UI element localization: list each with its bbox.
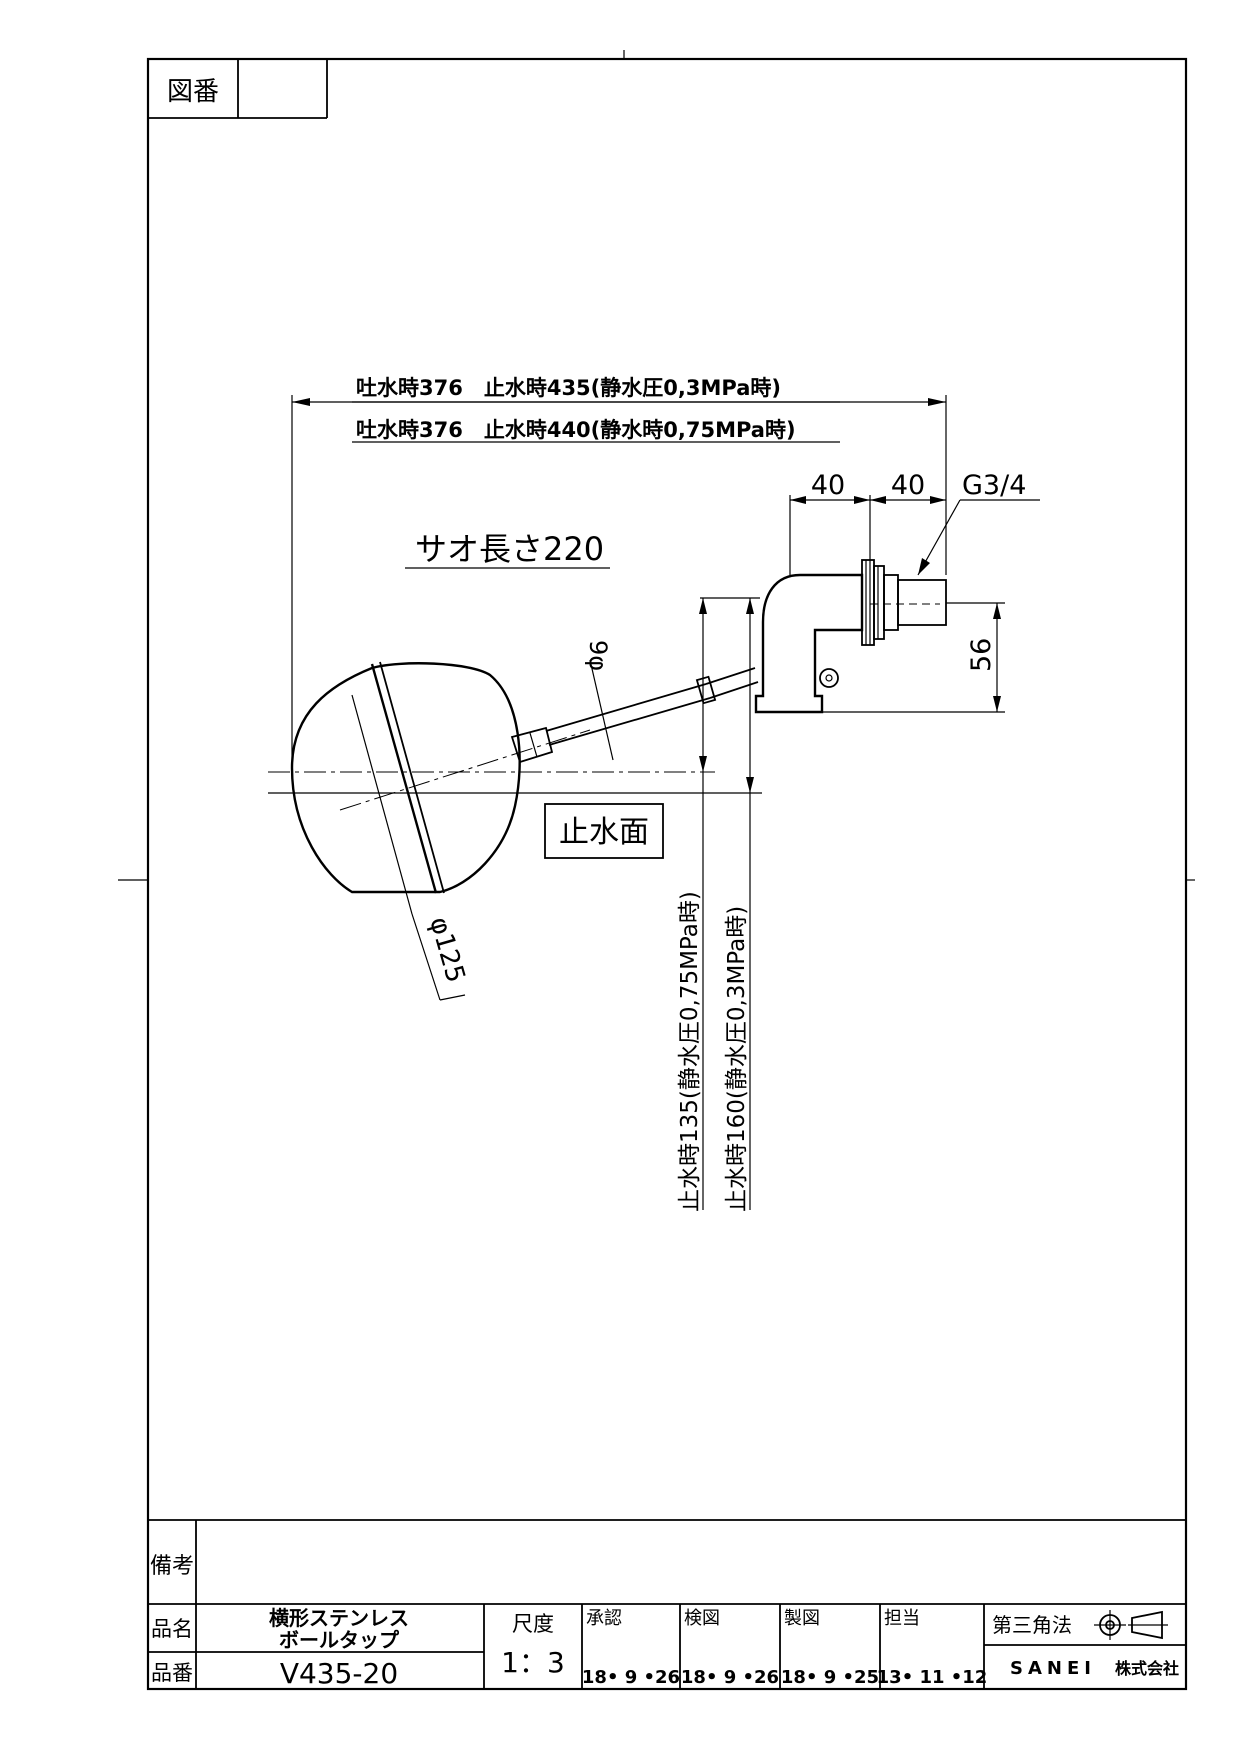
water-level-text: 止水面: [559, 815, 649, 850]
product-name-line2: ボールタップ: [279, 1628, 400, 1652]
valve-body: [754, 573, 864, 714]
drawn-date: 18• 9 •25: [781, 1667, 879, 1688]
float-rod: [545, 683, 707, 732]
threaded-inlet: [897, 579, 947, 626]
stop-height-text-1: 止水時135(静水圧0,75MPa時): [677, 891, 703, 1212]
height-56-text: 56: [966, 638, 997, 672]
ball-seam: [370, 663, 438, 894]
drawn-label: 製図: [784, 1608, 820, 1629]
checked-label: 検図: [684, 1608, 720, 1629]
drawing-number-box: 図番: [148, 59, 328, 119]
rod-diameter-text: 9φ: [584, 640, 612, 671]
company-suffix: 株式会社: [1115, 1659, 1179, 1678]
sheet-border: [146, 57, 1188, 1691]
ball-diameter-text: φ125: [423, 914, 470, 986]
rod-length-text: サオ長さ220: [415, 530, 604, 568]
approved-label: 承認: [586, 1608, 622, 1629]
stop-height-text-2: 止水時160(静水圧0,3MPa時): [724, 906, 750, 1212]
product-number-label: 品番: [151, 1661, 193, 1685]
charge-date: 13• 11 •12: [877, 1667, 988, 1688]
product-name-label: 品名: [151, 1617, 193, 1641]
product-number: V435-20: [280, 1657, 398, 1690]
scale-label: 尺度: [512, 1612, 554, 1636]
drawing-number-label: 図番: [167, 77, 219, 107]
pitch-b-text: 40: [891, 470, 925, 501]
lock-nut: [861, 559, 875, 646]
projection-label: 第三角法: [992, 1613, 1072, 1637]
checked-date: 18• 9 •26: [681, 1667, 779, 1688]
scale-value: 1：3: [501, 1646, 565, 1679]
product-name-line1: 横形ステンレス: [269, 1606, 409, 1630]
remarks-label: 備考: [150, 1554, 194, 1579]
pitch-a-text: 40: [811, 470, 845, 501]
approved-date: 18• 9 •26: [582, 1667, 680, 1688]
overall-length-text-1: 吐水時376 止水時435(静水圧0,3MPa時): [356, 376, 781, 400]
float-ball: [290, 662, 521, 894]
charge-label: 担当: [884, 1608, 920, 1629]
ball-tap-drawing: 吐水時376 止水時435(静水圧0,3MPa時) 吐水時376 止水時440(…: [268, 376, 1040, 1212]
water-level-box: [544, 803, 664, 859]
rod-diameter-dim: [589, 659, 614, 761]
company-name: SANEI: [1010, 1658, 1096, 1679]
thread-text: G3/4: [962, 470, 1026, 501]
title-block: 備考 品名 横形ステンレス ボールタップ 品番 V435-20 尺度 1：3 承…: [148, 1519, 1186, 1690]
overall-length-text-2: 吐水時376 止水時440(静水時0,75MPa時): [356, 418, 796, 442]
third-angle-projection-icon: [1094, 1610, 1168, 1640]
lever-pin: [819, 668, 839, 688]
ball-diameter-dim: [351, 694, 413, 915]
